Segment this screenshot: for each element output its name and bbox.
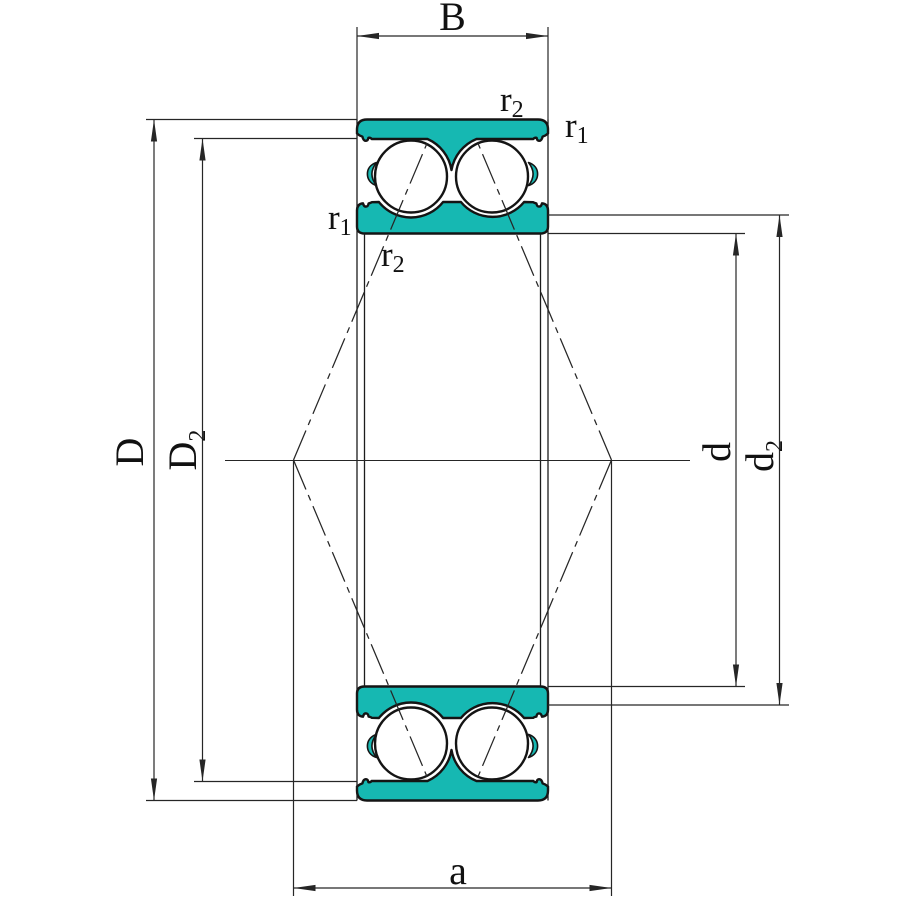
label-d: d xyxy=(694,442,739,462)
radius-labels: r2 r1 r1 r2 xyxy=(328,80,589,278)
contact-line-top-left xyxy=(292,140,429,461)
arrowhead-a-left xyxy=(293,884,316,892)
label-r1-top-right: r1 xyxy=(565,106,589,149)
seal-top-right xyxy=(527,161,539,187)
dimension-B: B xyxy=(356,0,549,120)
arrowhead-D2-top xyxy=(199,138,206,161)
seal-bottom-right xyxy=(527,733,539,759)
contact-line-top-right xyxy=(476,140,613,461)
inner-ring-bottom-section xyxy=(355,685,550,720)
contact-line-bottom-right xyxy=(476,459,613,780)
arrowhead-a-right xyxy=(589,884,612,892)
label-r2-top: r2 xyxy=(500,80,524,123)
dimension-D: D xyxy=(107,118,357,802)
label-r2-middle: r2 xyxy=(381,235,405,278)
arrowhead-D2-bottom xyxy=(199,759,206,782)
ball-top-left xyxy=(373,139,449,214)
arrowhead-B-left xyxy=(357,32,379,40)
contact-line-bottom-left xyxy=(292,459,429,780)
contact-angle-lines xyxy=(292,140,613,780)
dimension-a: a xyxy=(292,460,613,896)
label-B: B xyxy=(439,0,466,39)
dimension-D2: D2 xyxy=(160,137,357,783)
label-a: a xyxy=(449,848,467,893)
arrowhead-d2-bottom xyxy=(776,683,783,705)
inner-ring-top-section xyxy=(355,200,550,235)
label-d2: d2 xyxy=(737,440,788,472)
dimension-d: d xyxy=(548,232,745,688)
label-D2: D2 xyxy=(160,430,211,471)
label-r1-left: r1 xyxy=(328,198,352,241)
arrowhead-d-bottom xyxy=(732,664,740,687)
arrowhead-D-top xyxy=(150,119,158,142)
arrowhead-d2-top xyxy=(776,215,783,237)
arrowhead-D-bottom xyxy=(150,778,158,801)
label-D: D xyxy=(107,438,152,467)
ball-bottom-left xyxy=(373,706,449,781)
arrowhead-B-right xyxy=(526,32,548,40)
dimension-d2: d2 xyxy=(548,214,789,706)
arrowhead-d-top xyxy=(732,233,740,256)
